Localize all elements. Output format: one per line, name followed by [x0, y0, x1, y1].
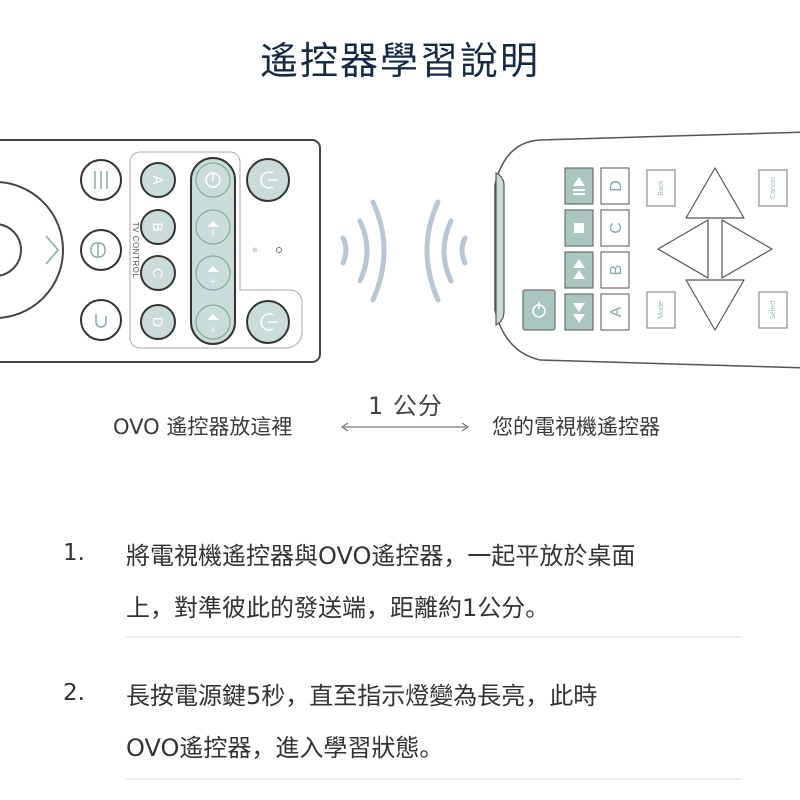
svg-text:Select: Select — [770, 300, 777, 320]
svg-text:A: A — [150, 175, 166, 185]
svg-text:D: D — [150, 317, 166, 327]
back-icon — [80, 299, 122, 341]
remote-illustration: TV CONTROL A B C D + × — [0, 131, 800, 369]
distance-label: 1 公分 — [368, 392, 443, 420]
step-number: 2. — [63, 680, 85, 706]
svg-text:+: + — [209, 277, 217, 287]
svg-text:×: × — [210, 325, 217, 334]
input-icon — [80, 229, 122, 271]
svg-text:D: D — [608, 180, 625, 192]
svg-text:C: C — [608, 222, 625, 234]
svg-text:A: A — [608, 306, 625, 317]
divider — [126, 636, 742, 638]
step-text: 長按電源鍵5秒，直至指示燈變為長亮，此時 OVO遙控器，進入學習狀態。 — [126, 682, 598, 762]
double-arrow-icon — [341, 422, 469, 432]
step-text: 將電視機遙控器與OVO遙控器，一起平放於桌面 上，對準彼此的發送端，距離約1公分… — [126, 542, 636, 622]
tv-remote: D C B A Back Cancel Mode Select — [494, 131, 800, 369]
svg-text:B: B — [608, 265, 625, 276]
divider — [126, 778, 742, 780]
svg-text:Cancel: Cancel — [770, 177, 777, 199]
signal-waves-icon — [340, 199, 468, 303]
menu-icon — [80, 159, 122, 201]
step-number: 1. — [63, 540, 85, 566]
ovo-remote-label: OVO 遙控器放這裡 — [113, 415, 293, 439]
svg-text:Mode: Mode — [658, 301, 665, 319]
svg-text:Back: Back — [658, 180, 665, 196]
page-title: 遙控器學習說明 — [259, 39, 540, 83]
svg-text:B: B — [150, 222, 166, 231]
svg-text:C: C — [150, 268, 166, 278]
svg-text:TV CONTROL: TV CONTROL — [131, 222, 140, 279]
tv-remote-label: 您的電視機遙控器 — [492, 415, 660, 439]
ovo-remote: TV CONTROL A B C D + × — [0, 139, 321, 363]
